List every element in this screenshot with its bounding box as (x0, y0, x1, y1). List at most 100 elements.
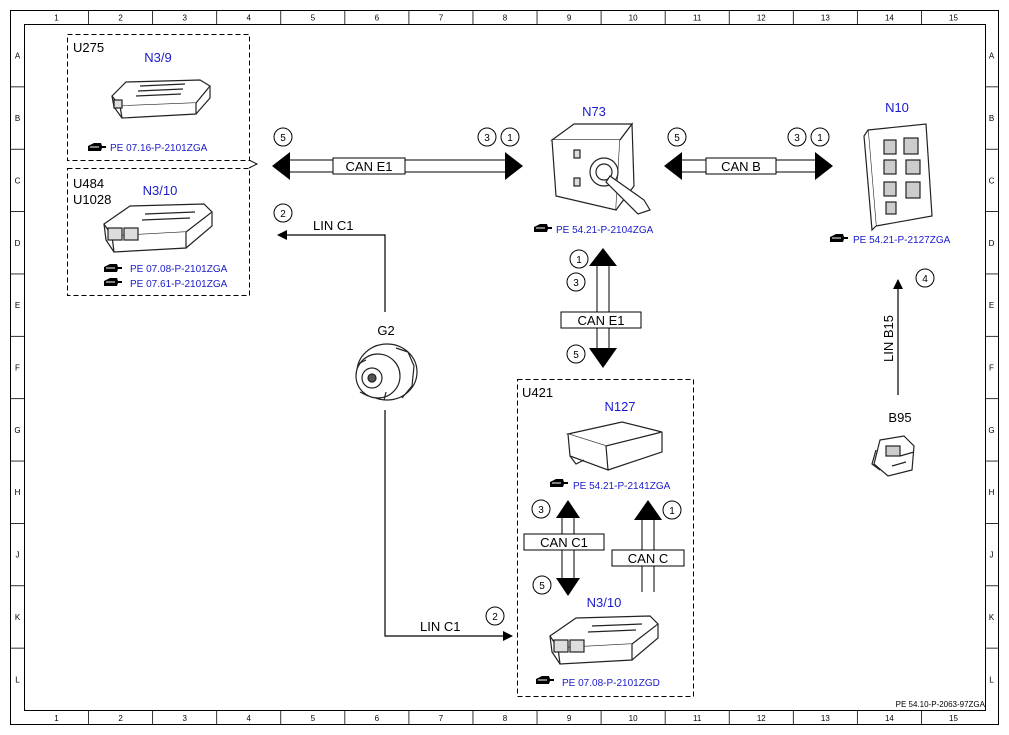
component-label-g2: G2 (377, 323, 394, 338)
bus-can-c1: CAN C1 (523, 500, 605, 596)
column-label: 12 (757, 14, 766, 23)
row-label: C (15, 176, 21, 185)
row-label: L (15, 675, 20, 684)
column-label: 8 (503, 14, 508, 23)
column-label: 14 (885, 14, 894, 23)
marker-5-n127: 5 (539, 581, 545, 592)
ref-n3-9[interactable]: PE 07.16-P-2101ZGA (110, 143, 208, 154)
marker-4-linb15: 4 (922, 274, 928, 285)
marker-circle (667, 127, 687, 147)
component-label-n3-9: N3/9 (144, 50, 171, 65)
bus-label-can-e1-top: CAN E1 (346, 159, 393, 174)
row-label: G (14, 426, 20, 435)
marker-circle (810, 127, 830, 147)
component-label-n3-10-bottom: N3/10 (587, 595, 622, 610)
component-label-n127: N127 (604, 399, 635, 414)
row-label: J (990, 551, 994, 560)
column-label: 3 (182, 714, 187, 723)
column-label: 10 (629, 14, 638, 23)
row-label: J (16, 551, 20, 560)
component-label-n10: N10 (885, 100, 909, 115)
line-lin-b15: LIN B15 (881, 279, 903, 395)
column-label: 6 (375, 714, 380, 723)
row-label: D (15, 239, 21, 248)
ref-n73[interactable]: PE 54.21-P-2104ZGA (556, 225, 654, 236)
column-label: 7 (439, 14, 444, 23)
ref-n3-10-bottom[interactable]: PE 07.08-P-2101ZGD (562, 678, 660, 689)
group-label-u421: U421 (522, 385, 553, 400)
marker-3-canb: 3 (794, 133, 800, 144)
ecu-n3-10-bottom-image (549, 615, 659, 665)
pointer-hand-icon (549, 478, 569, 488)
column-label: 10 (629, 714, 638, 723)
column-label: 5 (311, 714, 316, 723)
row-label: K (15, 613, 21, 622)
document-code: PE 54.10-P-2063-97ZGA (896, 700, 986, 709)
group-bracket (248, 159, 259, 169)
ref-n10[interactable]: PE 54.21-P-2127ZGA (853, 235, 951, 246)
marker-3-top: 3 (484, 133, 490, 144)
column-label: 4 (247, 714, 252, 723)
column-label: 8 (503, 714, 508, 723)
row-label: B (989, 114, 994, 123)
group-u275: U275 N3/9 PE 07.16-P-2101ZGA (67, 34, 250, 161)
ref-n3-10-b[interactable]: PE 07.61-P-2101ZGA (130, 279, 228, 290)
line-lin-c1-bottom: LIN C1 (384, 410, 513, 641)
marker-5-n73: 5 (573, 350, 579, 361)
bus-label-lin-b15: LIN B15 (881, 315, 896, 362)
pointer-hand-icon (535, 675, 555, 685)
column-label: 11 (693, 714, 702, 723)
sam-module-n10-image (863, 123, 933, 232)
component-label-b95: B95 (888, 410, 911, 425)
marker-circle (566, 272, 586, 292)
group-u484: U484 U1028 N3/10 PE 07.08-P-2101ZGA PE 0… (67, 168, 250, 296)
column-label: 13 (821, 714, 830, 723)
row-label: D (989, 239, 995, 248)
bus-label-can-b: CAN B (721, 159, 761, 174)
ref-n127[interactable]: PE 54.21-P-2141ZGA (573, 481, 671, 492)
ecu-n3-10-top-image (103, 203, 213, 253)
column-label: 15 (949, 14, 958, 23)
marker-circle (662, 500, 682, 520)
bus-label-lin-c1-top: LIN C1 (313, 218, 353, 233)
column-label: 12 (757, 714, 766, 723)
column-label: 6 (375, 14, 380, 23)
ref-n3-10-a[interactable]: PE 07.08-P-2101ZGA (130, 264, 228, 275)
pointer-hand-icon (103, 277, 123, 287)
marker-2-bottom: 2 (492, 612, 498, 623)
marker-circle (566, 344, 586, 364)
marker-3-n73: 3 (573, 278, 579, 289)
column-label: 14 (885, 714, 894, 723)
bus-label-can-c: CAN C (628, 551, 668, 566)
ignition-switch-n73-image (550, 122, 651, 215)
pointer-hand-icon (103, 263, 123, 273)
marker-2-lin: 2 (280, 209, 286, 220)
column-label: 5 (311, 14, 316, 23)
frame (10, 10, 999, 725)
pointer-hand-icon (533, 223, 553, 233)
row-label: F (989, 364, 994, 373)
marker-circle (273, 203, 293, 223)
group-label-u484: U484 (73, 176, 104, 191)
bus-can-e1-vertical: CAN E1 (560, 248, 642, 368)
marker-1-n127: 1 (669, 506, 675, 517)
module-n127-image (565, 421, 663, 471)
bus-label-can-c1: CAN C1 (540, 535, 588, 550)
marker-1-top: 1 (507, 133, 513, 144)
column-label: 4 (247, 14, 252, 23)
ecu-n3-9-image (111, 79, 211, 119)
marker-5-canb: 5 (674, 133, 680, 144)
row-label: C (989, 176, 995, 185)
column-label: 9 (567, 714, 572, 723)
marker-circle (477, 127, 497, 147)
marker-circle (485, 606, 505, 626)
column-label: 9 (567, 14, 572, 23)
row-label: E (15, 301, 20, 310)
marker-circle (569, 249, 589, 269)
row-label: A (15, 52, 21, 61)
row-label: H (15, 488, 21, 497)
marker-circle (915, 268, 935, 288)
column-label: 2 (118, 714, 123, 723)
marker-1-canb: 1 (817, 133, 823, 144)
